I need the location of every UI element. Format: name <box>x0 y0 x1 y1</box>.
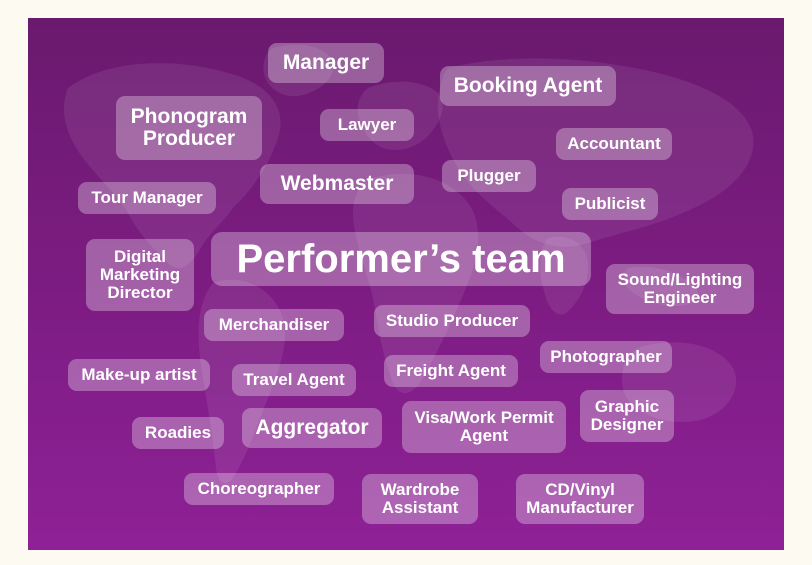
performers-team-card: Performer’s team Manager Booking Agent P… <box>28 18 784 550</box>
role-photographer: Photographer <box>540 341 672 373</box>
role-aggregator: Aggregator <box>242 408 382 448</box>
performers-team-title: Performer’s team <box>211 232 591 286</box>
asia-shape <box>437 58 754 247</box>
role-merchandiser: Merchandiser <box>204 309 344 341</box>
role-freight-agent: Freight Agent <box>384 355 518 387</box>
greenland-shape <box>263 44 334 97</box>
role-lawyer: Lawyer <box>320 109 414 141</box>
india-shape <box>540 236 589 315</box>
role-plugger: Plugger <box>442 160 536 192</box>
role-roadies: Roadies <box>132 417 224 449</box>
world-map-background <box>63 44 754 484</box>
role-phonogram-producer: Phonogram Producer <box>116 96 262 160</box>
role-travel-agent: Travel Agent <box>232 364 356 396</box>
role-choreographer: Choreographer <box>184 473 334 505</box>
north-america-shape <box>63 63 281 269</box>
role-visa-work-permit-agent: Visa/Work Permit Agent <box>402 401 566 453</box>
role-digital-marketing-director: Digital Marketing Director <box>86 239 194 311</box>
role-sound-lighting-engineer: Sound/Lighting Engineer <box>606 264 754 314</box>
europe-shape <box>357 81 443 150</box>
role-makeup-artist: Make-up artist <box>68 359 210 391</box>
role-publicist: Publicist <box>562 188 658 220</box>
africa-shape <box>353 173 479 394</box>
southeast-asia-shape <box>623 266 699 306</box>
role-graphic-designer: Graphic Designer <box>580 390 674 442</box>
role-manager: Manager <box>268 43 384 83</box>
role-booking-agent: Booking Agent <box>440 66 616 106</box>
role-studio-producer: Studio Producer <box>374 305 530 337</box>
australia-shape <box>622 342 737 422</box>
role-accountant: Accountant <box>556 128 672 160</box>
role-cd-vinyl-manufacturer: CD/Vinyl Manufacturer <box>516 474 644 524</box>
south-america-shape <box>198 279 286 484</box>
role-wardrobe-assistant: Wardrobe Assistant <box>362 474 478 524</box>
role-webmaster: Webmaster <box>260 164 414 204</box>
role-tour-manager: Tour Manager <box>78 182 216 214</box>
